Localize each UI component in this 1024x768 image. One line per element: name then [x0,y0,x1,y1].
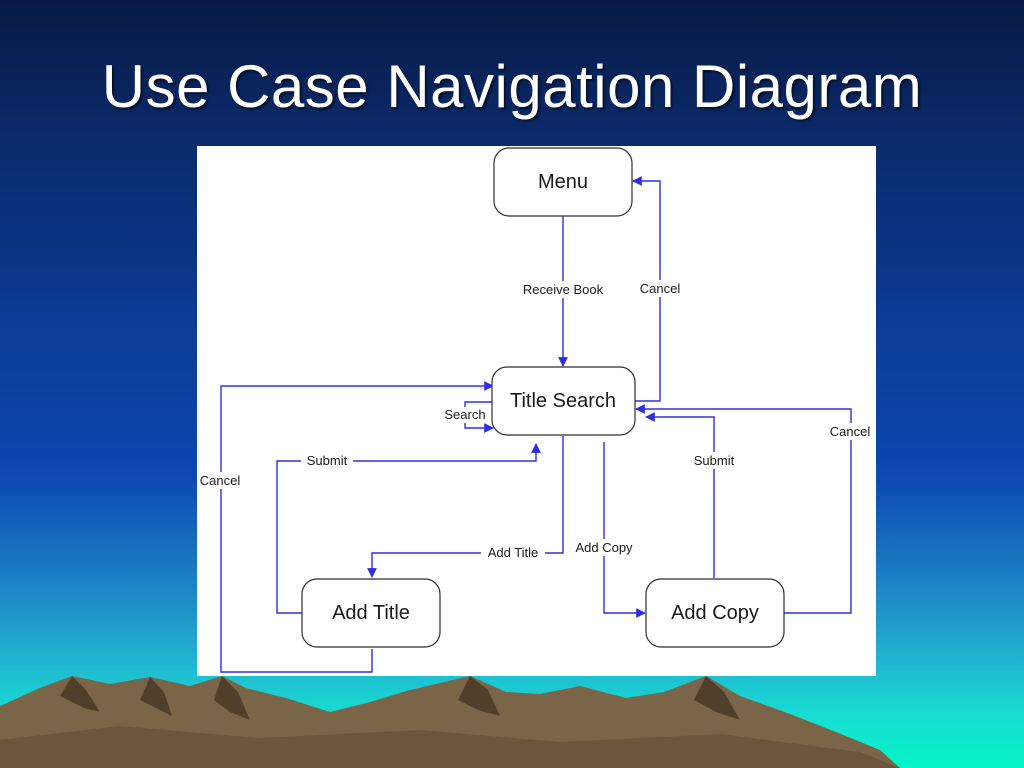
node-title-search: Title Search [491,366,636,436]
edge-label-receive-book: Receive Book [523,282,604,297]
edge-receive-book: Receive Book [513,216,613,367]
navigation-diagram: Receive Book Cancel Search Add Title Sub… [197,147,875,673]
node-label-add-title: Add Title [332,602,410,624]
diagram-panel: Receive Book Cancel Search Add Title Sub… [197,146,876,676]
edge-label-submit-title: Submit [307,453,348,468]
node-label-add-copy: Add Copy [671,602,759,624]
node-label-title-search: Title Search [510,390,616,412]
edge-label-add-title: Add Title [488,545,539,560]
edge-submit-from-add-title: Submit [276,443,541,614]
node-label-menu: Menu [538,171,588,193]
node-add-title: Add Title [301,578,441,648]
node-menu: Menu [493,147,633,217]
edge-label-cancel-copy: Cancel [830,424,871,439]
edge-cancel-to-menu: Cancel [632,176,685,402]
edge-submit-from-add-copy: Submit [645,412,740,578]
edge-add-title: Add Title [367,436,564,578]
node-add-copy: Add Copy [645,578,785,648]
edge-cancel-from-add-title: Cancel [197,381,494,673]
edge-label-submit-copy: Submit [694,453,735,468]
edge-label-search: Search [444,407,485,422]
edge-label-cancel-to-menu: Cancel [640,281,681,296]
edge-label-cancel-title: Cancel [200,473,241,488]
edge-search-loop: Search [439,401,494,433]
edge-label-add-copy: Add Copy [575,540,633,555]
edge-cancel-from-add-copy: Cancel [635,404,875,614]
slide-title: Use Case Navigation Diagram [101,53,923,120]
edge-add-copy: Add Copy [569,442,646,618]
